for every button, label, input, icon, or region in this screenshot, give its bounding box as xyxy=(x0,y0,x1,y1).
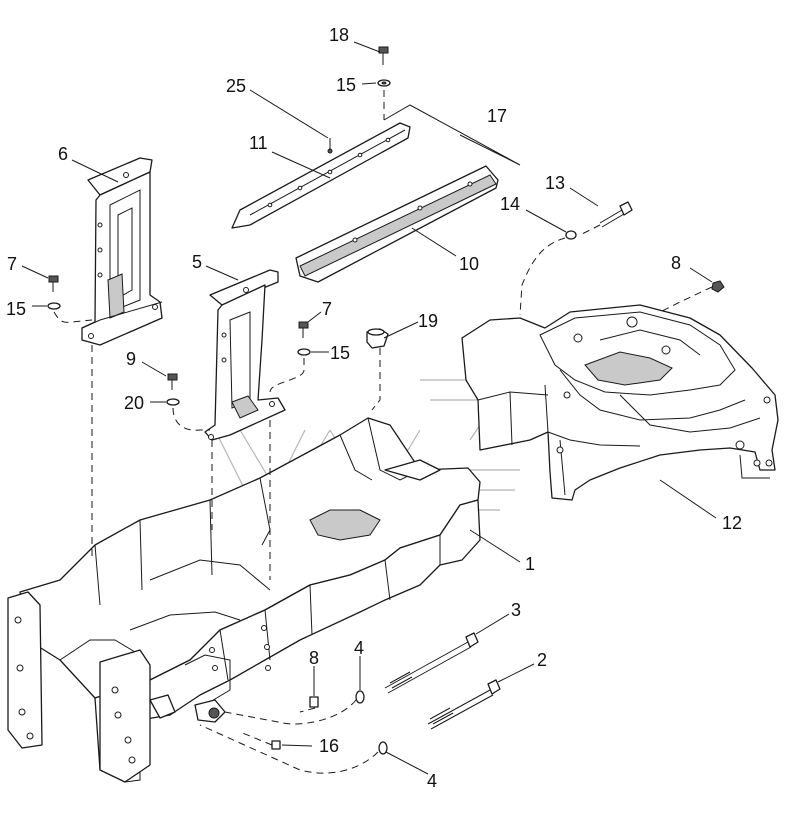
label-14: 14 xyxy=(500,194,520,214)
callout-labels: 18 15 25 17 11 6 13 14 10 7 15 5 8 7 19 … xyxy=(6,25,742,791)
part-8-nut-right xyxy=(711,280,725,293)
label-11: 11 xyxy=(249,133,268,153)
label-6: 6 xyxy=(58,144,68,164)
label-3: 3 xyxy=(511,600,521,620)
label-2: 2 xyxy=(537,650,547,670)
part-4-washer-upper xyxy=(355,690,365,704)
label-8: 8 xyxy=(309,648,319,668)
part-11-shield-strip xyxy=(231,122,411,229)
part-6-rear-bracket xyxy=(81,157,163,346)
label-1: 1 xyxy=(525,554,535,574)
leader-lines xyxy=(21,41,717,775)
assembly-lines xyxy=(53,90,713,774)
label-13: 13 xyxy=(545,173,565,193)
part-3-long-bolt xyxy=(384,632,479,694)
label-9: 9 xyxy=(126,349,136,369)
label-12: 12 xyxy=(722,513,742,533)
label-4: 4 xyxy=(354,638,364,658)
part-16-plug xyxy=(271,740,281,750)
part-15-washer-top xyxy=(377,79,391,87)
part-15-washer-center xyxy=(297,348,311,356)
label-8: 8 xyxy=(671,253,681,273)
part-2-long-bolt xyxy=(427,679,501,730)
part-20-washer xyxy=(166,398,180,406)
label-17: 17 xyxy=(487,106,507,126)
part-8-nut-lower xyxy=(309,696,319,708)
label-10: 10 xyxy=(459,254,479,274)
part-18-bolt xyxy=(378,46,389,65)
part-13-bolt xyxy=(599,201,633,228)
part-10-shield-strip xyxy=(295,165,499,283)
label-7: 7 xyxy=(322,299,332,319)
label-15: 15 xyxy=(336,75,356,95)
label-19: 19 xyxy=(418,311,438,331)
label-15: 15 xyxy=(6,299,26,319)
label-5: 5 xyxy=(192,252,202,272)
label-15: 15 xyxy=(330,343,350,363)
label-16: 16 xyxy=(319,736,339,756)
part-15-washer-left xyxy=(47,302,61,310)
part-7-bolt-left xyxy=(48,275,59,292)
part-7-bolt-center xyxy=(298,321,309,338)
part-19-plug xyxy=(366,328,389,349)
part-12-rear-housing xyxy=(461,304,779,501)
part-1-main-frame xyxy=(7,417,481,783)
part-9-bolt xyxy=(167,373,178,390)
part-25-pin xyxy=(327,138,333,154)
label-4: 4 xyxy=(427,771,437,791)
label-18: 18 xyxy=(329,25,349,45)
part-4-washer-lower xyxy=(378,741,388,755)
label-20: 20 xyxy=(124,393,144,413)
part-5-front-bracket xyxy=(204,269,286,441)
label-7: 7 xyxy=(7,254,17,274)
label-25: 25 xyxy=(226,76,246,96)
part-14-washer xyxy=(565,230,577,240)
